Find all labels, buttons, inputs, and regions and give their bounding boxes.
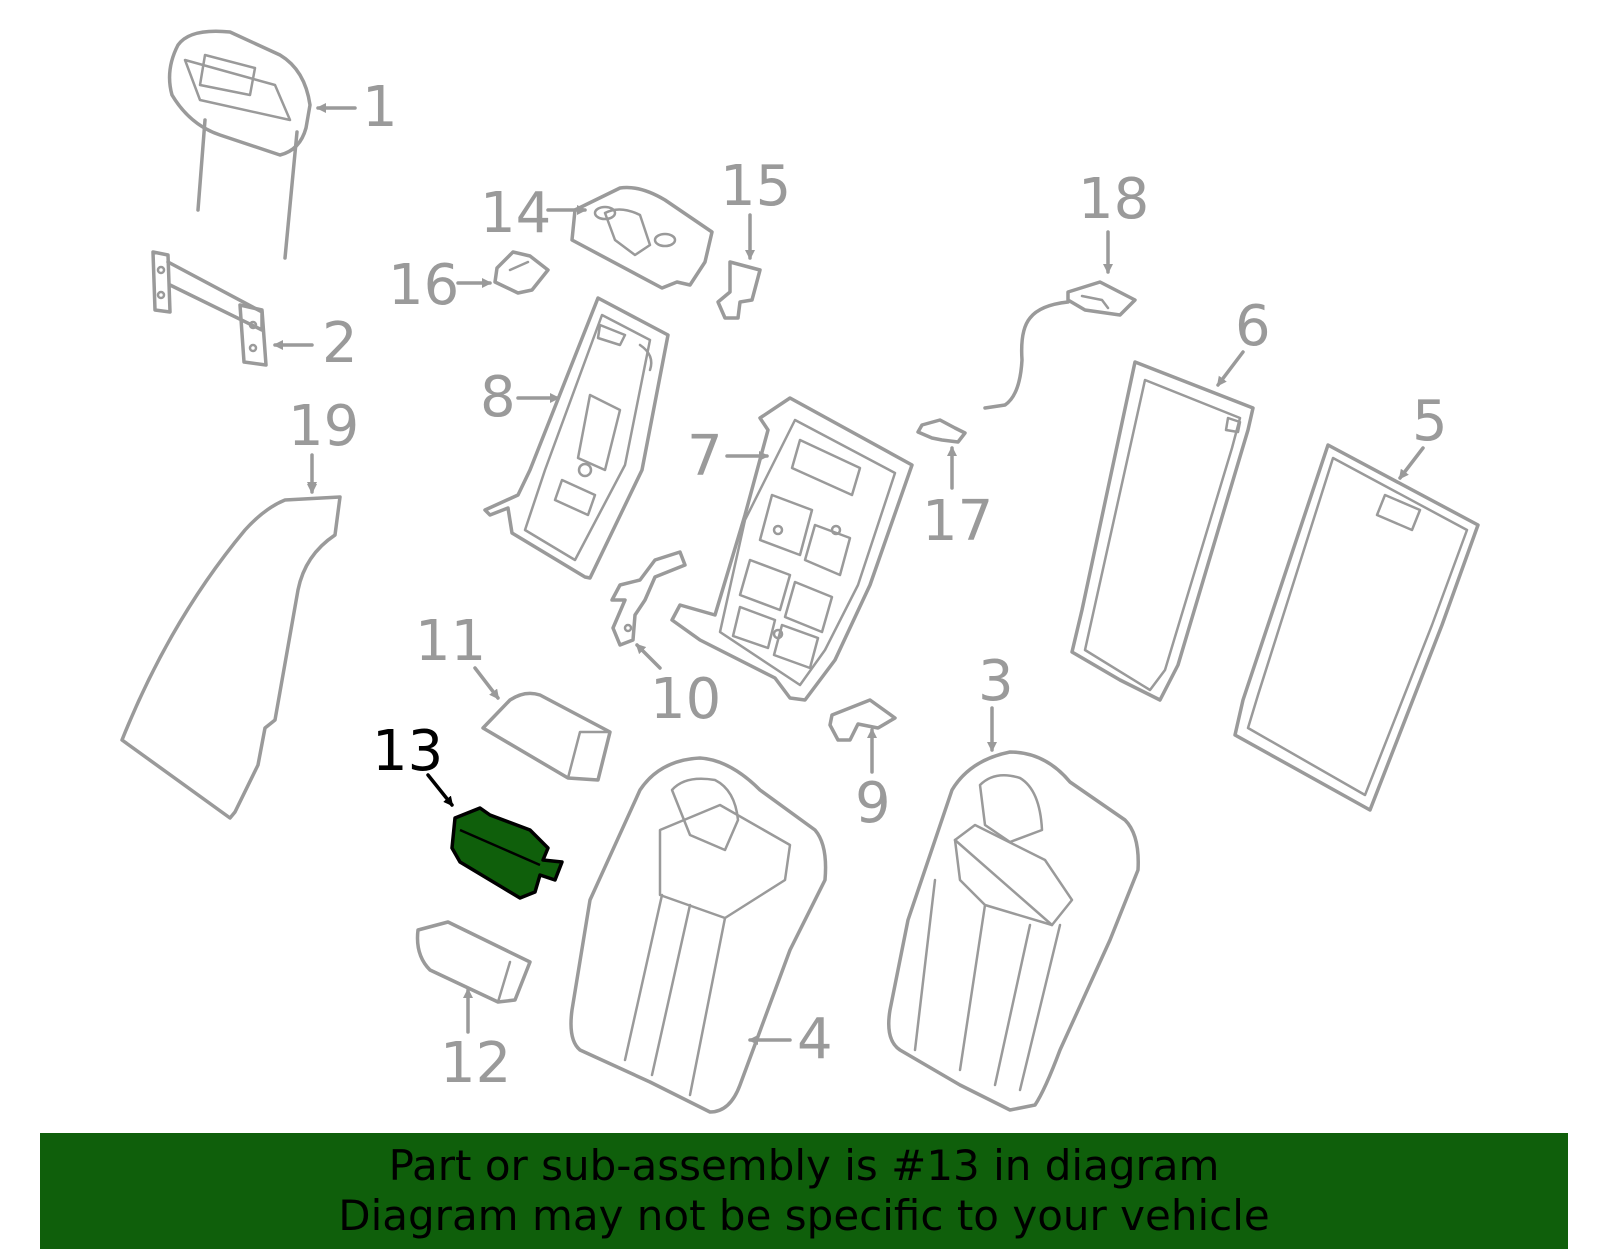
callout-3: 3 bbox=[978, 649, 1014, 714]
callout-17: 17 bbox=[922, 489, 993, 554]
callout-6: 6 bbox=[1235, 294, 1271, 359]
part-7-frame bbox=[670, 396, 914, 702]
callout-9: 9 bbox=[855, 771, 891, 836]
part-18-harness bbox=[983, 280, 1137, 410]
callout-8: 8 bbox=[480, 365, 516, 430]
callout-11: 11 bbox=[415, 609, 486, 674]
callout-2: 2 bbox=[322, 311, 358, 376]
banner-line-1: Part or sub-assembly is #13 in diagram bbox=[388, 1141, 1220, 1190]
part-14-cover bbox=[570, 185, 714, 290]
callout-10: 10 bbox=[650, 667, 721, 732]
part-4-seat-cover bbox=[569, 756, 828, 1114]
part-15-clip bbox=[716, 260, 762, 320]
callout-12: 12 bbox=[440, 1031, 511, 1096]
info-banner: Part or sub-assembly is #13 in diagram D… bbox=[40, 1133, 1568, 1249]
callout-18: 18 bbox=[1078, 167, 1149, 232]
part-10-bracket bbox=[610, 550, 687, 647]
part-8-frame bbox=[483, 296, 670, 580]
part-3-seat-cover bbox=[887, 750, 1140, 1112]
part-11-pad bbox=[481, 691, 612, 782]
part-13-highlighted bbox=[450, 806, 564, 900]
part-19-side-bolster bbox=[120, 495, 342, 820]
part-6-panel bbox=[1070, 360, 1255, 702]
leader-lines bbox=[273, 103, 1425, 1045]
part-5-panel bbox=[1233, 443, 1480, 812]
callout-16: 16 bbox=[388, 253, 459, 318]
part-12-pad bbox=[415, 920, 532, 1004]
banner-line-2: Diagram may not be specific to your vehi… bbox=[338, 1191, 1270, 1240]
part-1-headrest bbox=[167, 29, 312, 260]
callout-19: 19 bbox=[288, 394, 359, 459]
callout-labels: 1 2 3 4 5 6 7 8 9 10 11 12 13 14 15 16 1… bbox=[288, 75, 1448, 1096]
callout-14: 14 bbox=[480, 181, 551, 246]
callout-4: 4 bbox=[797, 1007, 833, 1072]
part-9-bracket bbox=[828, 698, 897, 742]
callout-1: 1 bbox=[362, 75, 398, 140]
part-2-bracket bbox=[151, 250, 268, 367]
part-16-cap bbox=[493, 250, 550, 295]
callout-15: 15 bbox=[720, 154, 791, 219]
part-17-clip bbox=[916, 418, 967, 444]
callout-7: 7 bbox=[687, 424, 723, 489]
callout-13: 13 bbox=[372, 719, 443, 784]
callout-5: 5 bbox=[1412, 389, 1448, 454]
